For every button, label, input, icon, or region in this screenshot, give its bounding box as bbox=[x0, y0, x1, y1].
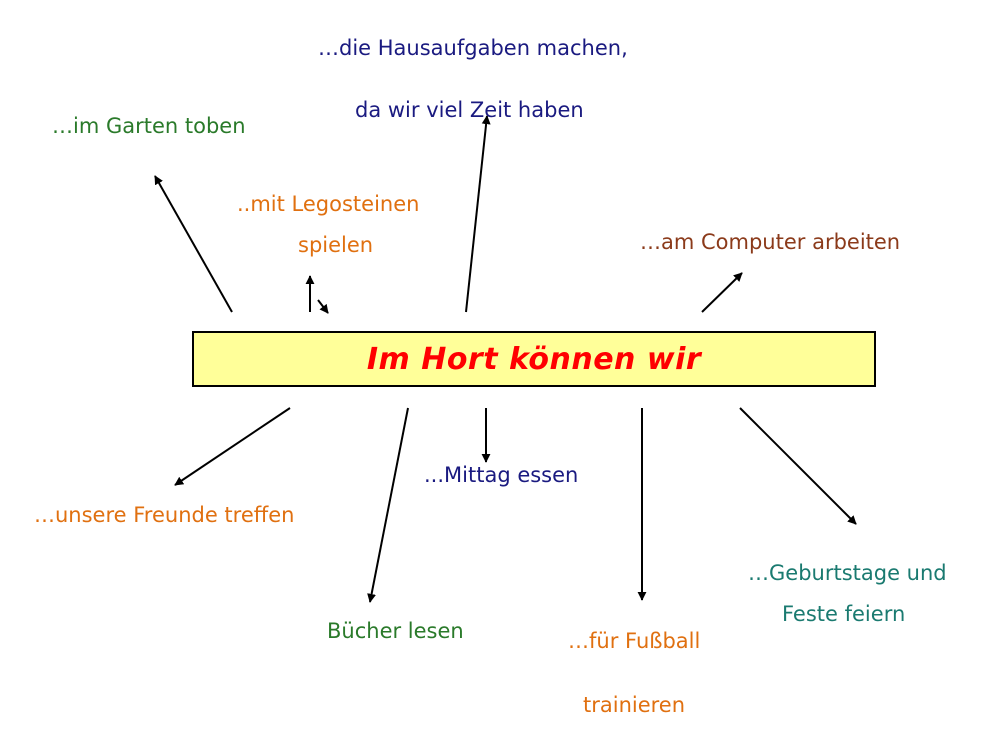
label-mittag: ...Mittag essen bbox=[424, 463, 579, 487]
label-fussball-line2: trainieren bbox=[583, 693, 686, 717]
label-lego-line1: ..mit Legosteinen bbox=[237, 192, 420, 216]
label-hausaufgaben-line1: …die Hausaufgaben machen, bbox=[318, 36, 628, 60]
arrow-hausaufgaben bbox=[465, 115, 491, 313]
arrow-buecher bbox=[367, 407, 409, 603]
label-hausaufgaben-line2: da wir viel Zeit haben bbox=[355, 98, 584, 122]
arrow-computer bbox=[701, 272, 743, 313]
label-geburtstage-line1: …Geburtstage und bbox=[748, 561, 947, 585]
arrow-lego-right bbox=[317, 299, 329, 314]
label-garten: …im Garten toben bbox=[52, 114, 246, 138]
center-box: Im Hort können wir bbox=[192, 331, 876, 387]
label-fussball-line1: …für Fußball bbox=[568, 629, 701, 653]
arrow-freunde bbox=[174, 407, 291, 486]
label-freunde: …unsere Freunde treffen bbox=[34, 503, 295, 527]
arrow-garten bbox=[154, 175, 233, 313]
label-computer: …am Computer arbeiten bbox=[640, 230, 901, 254]
arrow-geburtstage bbox=[739, 407, 857, 525]
label-buecher: Bücher lesen bbox=[327, 619, 464, 643]
label-lego-line2: spielen bbox=[298, 233, 374, 257]
label-geburtstage-line2: Feste feiern bbox=[782, 602, 906, 626]
center-title: Im Hort können wir bbox=[366, 341, 702, 377]
